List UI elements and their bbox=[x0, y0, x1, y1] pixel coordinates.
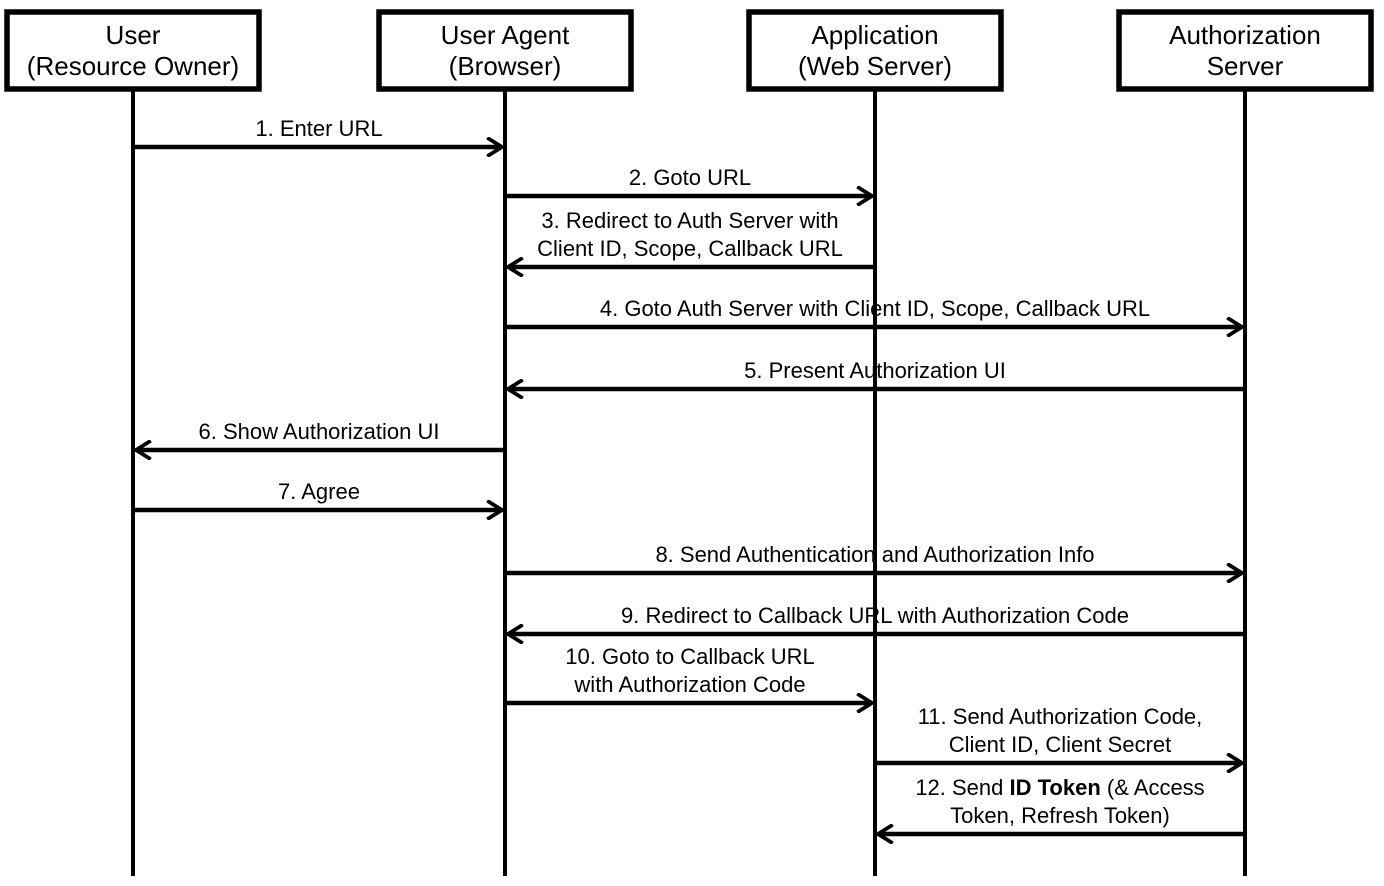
message-label-7-line1: 7. Agree bbox=[278, 479, 360, 504]
actor-application: Application(Web Server) bbox=[746, 9, 1004, 92]
actor-user: User(Resource Owner) bbox=[4, 9, 262, 92]
message-9: 9. Redirect to Callback URL with Authori… bbox=[508, 603, 1245, 634]
message-label-11-line1: 11. Send Authorization Code, bbox=[918, 704, 1203, 729]
message-11: 11. Send Authorization Code, Client ID, C… bbox=[875, 704, 1242, 763]
message-label-9-line1: 9. Redirect to Callback URL with Authori… bbox=[621, 603, 1129, 628]
message-label-6-line1: 6. Show Authorization UI bbox=[199, 419, 440, 444]
actor-label-auth-server-line2: Server bbox=[1207, 51, 1284, 81]
message-label-10-line2: with Authorization Code bbox=[573, 672, 805, 697]
actor-label-user-agent-line1: User Agent bbox=[441, 20, 570, 50]
message-1: 1. Enter URL bbox=[133, 116, 502, 147]
actor-box-user bbox=[4, 9, 262, 92]
message-7: 7. Agree bbox=[133, 479, 502, 510]
message-label-3-line1: 3. Redirect to Auth Server with bbox=[541, 208, 838, 233]
actor-box-user-agent bbox=[376, 9, 634, 92]
message-2: 2. Goto URL bbox=[505, 165, 872, 196]
message-label-3-line2: Client ID, Scope, Callback URL bbox=[537, 236, 843, 261]
message-4: 4. Goto Auth Server with Client ID, Scop… bbox=[505, 296, 1242, 327]
message-5: 5. Present Authorization UI bbox=[508, 358, 1245, 389]
actor-label-application-line1: Application bbox=[811, 20, 938, 50]
message-label-12-line2: Token, Refresh Token) bbox=[950, 803, 1170, 828]
message-label-10-line1: 10. Goto to Callback URL bbox=[565, 644, 814, 669]
actor-label-application-line2: (Web Server) bbox=[798, 51, 952, 81]
actor-label-user-line2: (Resource Owner) bbox=[27, 51, 239, 81]
actor-label-user-agent-line2: (Browser) bbox=[449, 51, 562, 81]
actor-box-auth-server bbox=[1116, 9, 1374, 92]
message-label-1-line1: 1. Enter URL bbox=[255, 116, 382, 141]
actor-label-user-line1: User bbox=[106, 20, 161, 50]
message-label-11-line2: Client ID, Client Secret bbox=[949, 732, 1172, 757]
actor-box-application bbox=[746, 9, 1004, 92]
message-label-8-line1: 8. Send Authentication and Authorization… bbox=[655, 542, 1094, 567]
actor-label-auth-server-line1: Authorization bbox=[1169, 20, 1321, 50]
message-label-12-line1: 12. Send ID Token (& Access bbox=[915, 775, 1204, 800]
message-label-5-line1: 5. Present Authorization UI bbox=[744, 358, 1006, 383]
message-label-2-line1: 2. Goto URL bbox=[629, 165, 751, 190]
message-label-4-line1: 4. Goto Auth Server with Client ID, Scop… bbox=[600, 296, 1150, 321]
actor-user-agent: User Agent(Browser) bbox=[376, 9, 634, 92]
message-6: 6. Show Authorization UI bbox=[136, 419, 505, 450]
message-8: 8. Send Authentication and Authorization… bbox=[505, 542, 1242, 573]
message-10: 10. Goto to Callback URL with Authorizati… bbox=[505, 644, 872, 703]
